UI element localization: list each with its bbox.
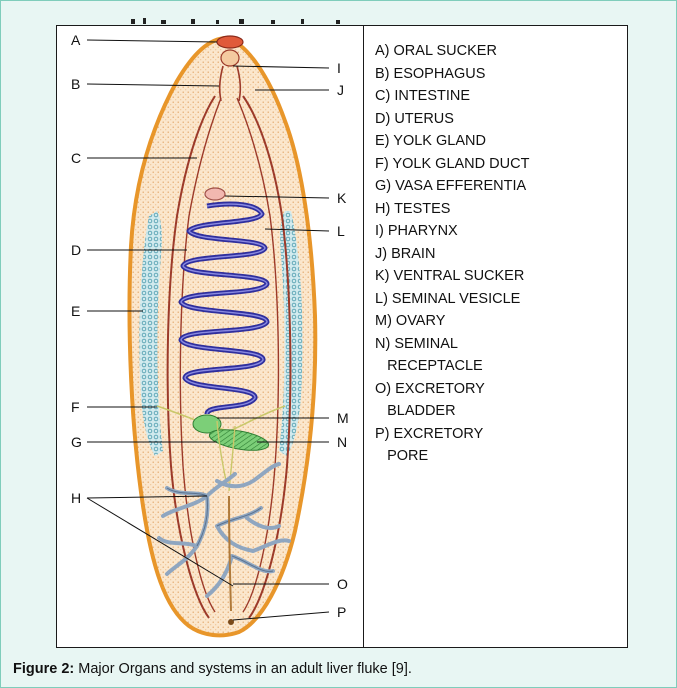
label-b: B	[71, 77, 80, 91]
legend-item: K) VENTRAL SUCKER	[375, 265, 620, 288]
label-e: E	[71, 304, 80, 318]
legend-item: PORE	[375, 445, 620, 468]
label-k: K	[337, 191, 346, 205]
legend-item: M) OVARY	[375, 310, 620, 333]
label-l: L	[337, 224, 345, 238]
oral-sucker	[217, 36, 243, 48]
liver-fluke-diagram	[57, 26, 363, 647]
caption-label: Figure 2:	[13, 661, 74, 677]
legend-item: C) INTESTINE	[375, 85, 620, 108]
legend-item: J) BRAIN	[375, 243, 620, 266]
legend-item: L) SEMINAL VESICLE	[375, 288, 620, 311]
pharynx	[221, 50, 239, 66]
figure-box: A B C D E F G H I J K L M N O P A) ORAL …	[56, 25, 628, 648]
legend-item: A) ORAL SUCKER	[375, 40, 620, 63]
label-i: I	[337, 61, 341, 75]
label-d: D	[71, 243, 81, 257]
label-f: F	[71, 400, 80, 414]
legend-item: I) PHARYNX	[375, 220, 620, 243]
ventral-sucker	[205, 188, 225, 200]
label-o: O	[337, 577, 348, 591]
legend-item: O) EXCRETORY	[375, 378, 620, 401]
label-a: A	[71, 33, 80, 47]
legend-item: H) TESTES	[375, 198, 620, 221]
label-n: N	[337, 435, 347, 449]
caption-text: Major Organs and systems in an adult liv…	[74, 661, 412, 677]
legend-item: E) YOLK GLAND	[375, 130, 620, 153]
legend-item: B) ESOPHAGUS	[375, 63, 620, 86]
legend-list: A) ORAL SUCKER B) ESOPHAGUS C) INTESTINE…	[375, 40, 620, 468]
label-p: P	[337, 605, 346, 619]
legend-item: G) VASA EFFERENTIA	[375, 175, 620, 198]
legend-item: P) EXCRETORY	[375, 423, 620, 446]
legend-item: D) UTERUS	[375, 108, 620, 131]
legend-item: N) SEMINAL	[375, 333, 620, 356]
label-j: J	[337, 83, 344, 97]
panel-divider	[363, 26, 364, 647]
cropped-heading-fragment	[121, 14, 401, 24]
legend-item: RECEPTACLE	[375, 355, 620, 378]
label-h: H	[71, 491, 81, 505]
legend-item: F) YOLK GLAND DUCT	[375, 153, 620, 176]
legend-item: BLADDER	[375, 400, 620, 423]
label-g: G	[71, 435, 82, 449]
label-c: C	[71, 151, 81, 165]
figure-caption: Figure 2: Major Organs and systems in an…	[13, 661, 412, 677]
label-m: M	[337, 411, 349, 425]
